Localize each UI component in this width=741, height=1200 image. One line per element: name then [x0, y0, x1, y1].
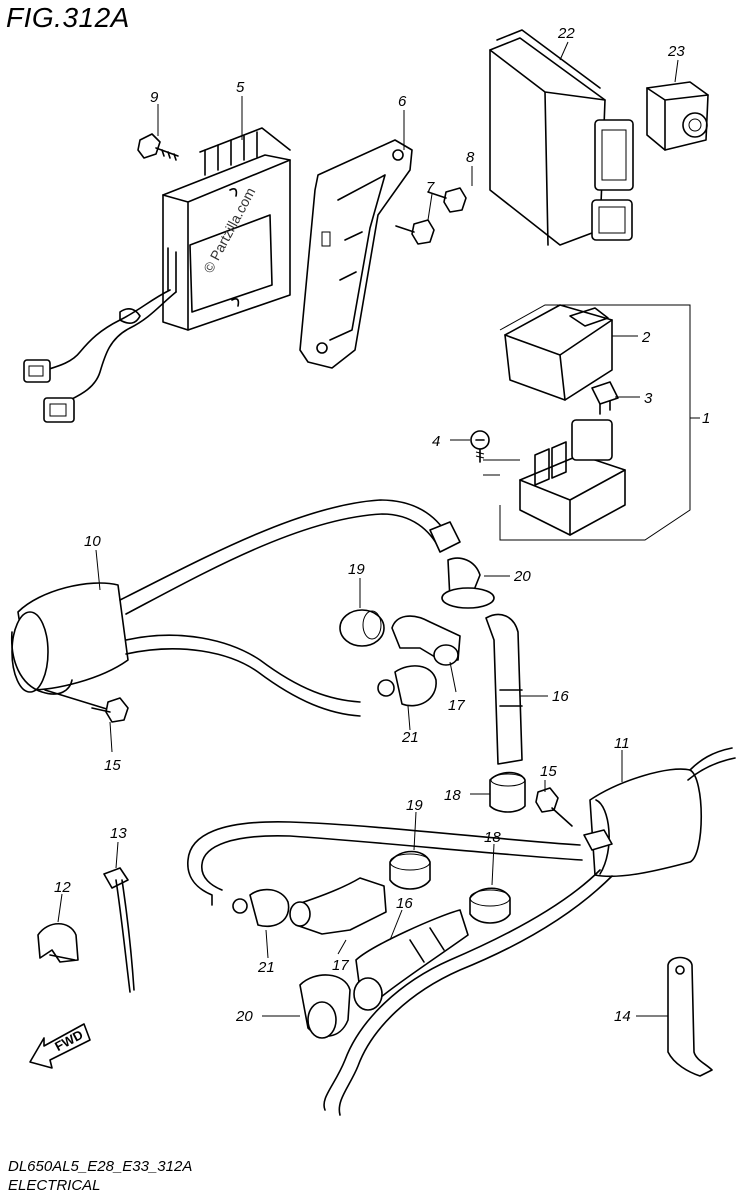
- cap-21a: [377, 665, 437, 707]
- connector: [646, 81, 709, 151]
- boot-17b: [289, 877, 387, 935]
- callout-20a: 20: [513, 568, 531, 585]
- ignition-coil-rear: [187, 747, 736, 1116]
- callout-16a: 16: [552, 688, 569, 705]
- callout-19a: 19: [348, 561, 365, 578]
- bracket: [299, 139, 413, 369]
- callout-22: 22: [557, 25, 575, 42]
- regulator-rectifier: [23, 127, 291, 423]
- callout-19b: 19: [406, 797, 423, 814]
- ecm-unit: [489, 29, 634, 246]
- cable-tie: [103, 867, 135, 993]
- callout-7: 7: [426, 179, 435, 196]
- callout-5: 5: [236, 79, 245, 96]
- bolt-9: [137, 133, 179, 161]
- leader-lines: [57, 41, 700, 1017]
- callout-15a: 15: [104, 757, 121, 774]
- callout-21a: 21: [401, 729, 419, 746]
- clamp: [37, 922, 79, 963]
- callout-12: 12: [54, 879, 71, 896]
- callout-17a: 17: [448, 697, 465, 714]
- callout-14: 14: [614, 1008, 631, 1025]
- relay-assembly-frame: [499, 304, 691, 541]
- callout-10: 10: [84, 533, 101, 550]
- figure-caption: ELECTRICAL: [8, 1177, 101, 1194]
- callout-numbers: 9 5 6 8 7 22 23 2 3 1 4 10 19 20 16 17 2…: [54, 25, 710, 1025]
- seal-19a: [339, 609, 385, 647]
- bolt-15b: [535, 787, 573, 827]
- callout-17b: 17: [332, 957, 349, 974]
- callout-4: 4: [432, 433, 440, 450]
- callout-3: 3: [644, 390, 653, 407]
- screw-4: [470, 430, 490, 463]
- callout-23: 23: [667, 43, 685, 60]
- seal-18a: [489, 771, 526, 813]
- bolt-8: [427, 187, 467, 213]
- callout-15b: 15: [540, 763, 557, 780]
- callout-16b: 16: [396, 895, 413, 912]
- seal-18b: [469, 887, 511, 924]
- forward-arrow: [29, 1023, 91, 1069]
- strap: [667, 956, 713, 1077]
- bolt-15a: [91, 697, 129, 723]
- callout-18a: 18: [444, 787, 461, 804]
- plug-cap-16a: [485, 613, 523, 765]
- cap-21b: [232, 888, 290, 927]
- callout-8: 8: [466, 149, 475, 166]
- ignition-coil-front: [10, 499, 495, 717]
- callout-13: 13: [110, 825, 127, 842]
- fuse: [591, 381, 619, 415]
- callout-1: 1: [702, 410, 710, 427]
- callout-2: 2: [641, 329, 651, 346]
- callout-20b: 20: [235, 1008, 253, 1025]
- figure-code: DL650AL5_E28_E33_312A: [8, 1158, 193, 1175]
- callout-21b: 21: [257, 959, 275, 976]
- boot-17a: [391, 615, 461, 666]
- starter-relay: [483, 419, 626, 536]
- bolt-7: [395, 219, 435, 245]
- relay-cover: [504, 304, 613, 401]
- callout-9: 9: [150, 89, 159, 106]
- figure-title: FIG.312A: [6, 2, 130, 33]
- callout-11: 11: [614, 735, 630, 752]
- boot-20b: [299, 974, 351, 1039]
- callout-18b: 18: [484, 829, 501, 846]
- callout-6: 6: [398, 93, 407, 110]
- plug-cap-16b: [353, 909, 469, 1011]
- seal-19b: [389, 850, 431, 890]
